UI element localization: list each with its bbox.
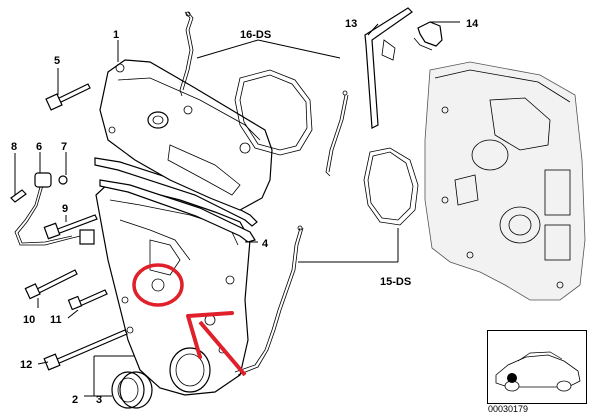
callout-8: 8 <box>11 141 17 153</box>
highlight-arrow <box>198 320 247 377</box>
callout-9: 9 <box>62 203 68 215</box>
gasket-16-ds <box>179 11 349 177</box>
callout-labels: 1 3 2 4 5 6 7 8 9 10 11 12 13 14 15-DS 1… <box>11 18 479 406</box>
part-14-clip <box>413 21 443 51</box>
callout-4: 4 <box>262 238 269 250</box>
highlight-circle <box>132 263 184 307</box>
engine-block <box>424 61 586 301</box>
leader-lines <box>14 21 460 397</box>
catalog-id: 00030179 <box>488 404 529 414</box>
gasket-15-ds <box>234 147 419 376</box>
upper-timing-cover <box>99 59 273 211</box>
highlight-arrowhead <box>186 311 234 359</box>
bolt-12 <box>43 329 128 371</box>
location-thumbnail <box>487 330 587 404</box>
sensor-assembly <box>10 172 95 246</box>
callout-5: 5 <box>54 55 60 67</box>
bolt-10 <box>24 269 78 300</box>
callout-14: 14 <box>466 18 479 30</box>
callout-11: 11 <box>50 314 62 326</box>
seal-ring-3 <box>111 371 153 409</box>
callout-16-ds: 16-DS <box>240 29 271 41</box>
callout-15-ds: 15-DS <box>380 276 411 288</box>
callout-2-alt: 2 <box>72 394 78 406</box>
bolt-5 <box>45 83 91 111</box>
callout-12: 12 <box>20 359 32 371</box>
part-13-guide-rail <box>364 7 413 129</box>
location-dot <box>507 373 517 383</box>
callout-3-visible: 3 <box>96 394 102 406</box>
highlight-annotation <box>132 263 247 377</box>
bolt-9 <box>43 214 98 240</box>
callout-1: 1 <box>113 29 119 41</box>
callout-6: 6 <box>36 141 42 153</box>
callout-7: 7 <box>61 141 67 153</box>
callout-13: 13 <box>345 18 357 30</box>
lower-timing-cover <box>95 181 251 396</box>
bolt-11 <box>67 289 108 311</box>
car-silhouette-icon <box>495 351 581 392</box>
callout-10: 10 <box>23 314 35 326</box>
